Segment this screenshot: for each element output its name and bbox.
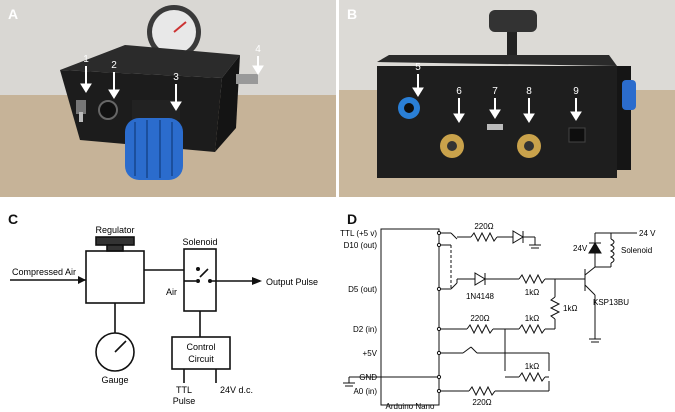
resistor-1k-vertical	[549, 296, 561, 320]
transistor-ksp13bu	[584, 284, 596, 296]
pin-a0: A0 (in)	[353, 387, 377, 396]
device-box-back	[377, 66, 617, 178]
circuit-schematic: TTL (+5 v) D10 (out) D5 (out) D2 (in) +5…	[340, 222, 656, 411]
pin-gnd: GND	[359, 373, 377, 382]
panel-letter-c: C	[8, 211, 19, 227]
diode-1n4148	[474, 272, 486, 286]
resistor-1k-a0	[518, 371, 546, 383]
dc-jack	[568, 127, 586, 143]
panel-c-diagram: C	[0, 205, 336, 412]
toggle-switch	[76, 100, 86, 114]
air-label: Air	[166, 287, 177, 297]
regulator-knob-symbol	[95, 236, 135, 246]
pressure-gauge-back	[489, 10, 537, 32]
pin-d10: D10 (out)	[344, 241, 378, 250]
label-r-d2b: 1kΩ	[525, 314, 539, 323]
solenoid-coil	[609, 238, 615, 264]
regulator-knob	[125, 118, 183, 180]
supply-label: 24V d.c.	[220, 385, 253, 395]
device-box-top	[60, 45, 240, 78]
device-back-view: 5 6 7 8 9	[339, 0, 675, 197]
arduino-board	[380, 228, 440, 406]
label-board: Arduino Nano	[386, 402, 435, 411]
label-r-a0a: 1kΩ	[525, 362, 539, 371]
panel-letter-b: B	[347, 6, 358, 22]
label-transistor: KSP13BU	[593, 298, 629, 307]
panel-a-photo: 1 2 3 4 A	[0, 0, 336, 197]
pneumatic-block-diagram: Regulator Solenoid Compressed Air Air Ou…	[10, 225, 318, 406]
air-fitting	[236, 74, 258, 84]
marker-9: 9	[573, 86, 579, 97]
device-front-view: 1 2 3 4	[0, 0, 336, 197]
marker-7: 7	[492, 86, 498, 97]
label-r-vert: 1kΩ	[563, 304, 577, 313]
resistor-220-d2	[466, 323, 494, 335]
resistor-1k-d2	[518, 323, 546, 335]
marker-8: 8	[526, 86, 532, 97]
control-label-2: Circuit	[188, 354, 214, 364]
marker-6: 6	[456, 86, 462, 97]
label-24v-right: 24 V	[639, 229, 656, 238]
label-r-top: 220Ω	[474, 222, 493, 231]
marker-3: 3	[173, 72, 179, 83]
regulator-label: Regulator	[95, 225, 134, 235]
control-label-1: Control	[186, 342, 215, 352]
label-diode: 1N4148	[466, 292, 495, 301]
marker-4: 4	[255, 44, 261, 55]
label-24v-left: 24V	[573, 244, 588, 253]
gauge-symbol	[95, 332, 135, 372]
panel-d-schematic: D	[339, 205, 675, 412]
panel-b-photo: 5 6 7 8 9 B	[339, 0, 675, 197]
output-pulse-label: Output Pulse	[266, 277, 318, 287]
gauge-label: Gauge	[101, 375, 128, 385]
label-r-d2a: 220Ω	[470, 314, 489, 323]
panel-letter-d: D	[347, 211, 358, 227]
pin-d5: D5 (out)	[348, 285, 377, 294]
marker-5: 5	[415, 62, 421, 73]
marker-1: 1	[83, 54, 89, 65]
panel-letter-a: A	[8, 6, 19, 22]
resistor-220-top	[470, 231, 498, 243]
ttl-label-1: TTL	[176, 385, 192, 395]
regulator-block	[85, 250, 145, 304]
led-symbol	[512, 230, 524, 244]
label-r-a0b: 220Ω	[472, 398, 491, 407]
compressed-air-label: Compressed Air	[12, 267, 76, 277]
pin-ttl: TTL (+5 v)	[340, 229, 377, 238]
label-r-d5: 1kΩ	[525, 288, 539, 297]
pin-d2: D2 (in)	[353, 325, 377, 334]
usb-port	[487, 124, 503, 130]
control-circuit-block	[171, 336, 231, 370]
label-solenoid: Solenoid	[621, 246, 652, 255]
ttl-label-2: Pulse	[173, 396, 196, 406]
pin-5v: +5V	[363, 349, 378, 358]
resistor-220-a0	[468, 385, 496, 397]
marker-2: 2	[111, 60, 117, 71]
fuse-holder	[98, 100, 118, 120]
resistor-1k-d5	[518, 273, 546, 285]
solenoid-label: Solenoid	[182, 237, 217, 247]
